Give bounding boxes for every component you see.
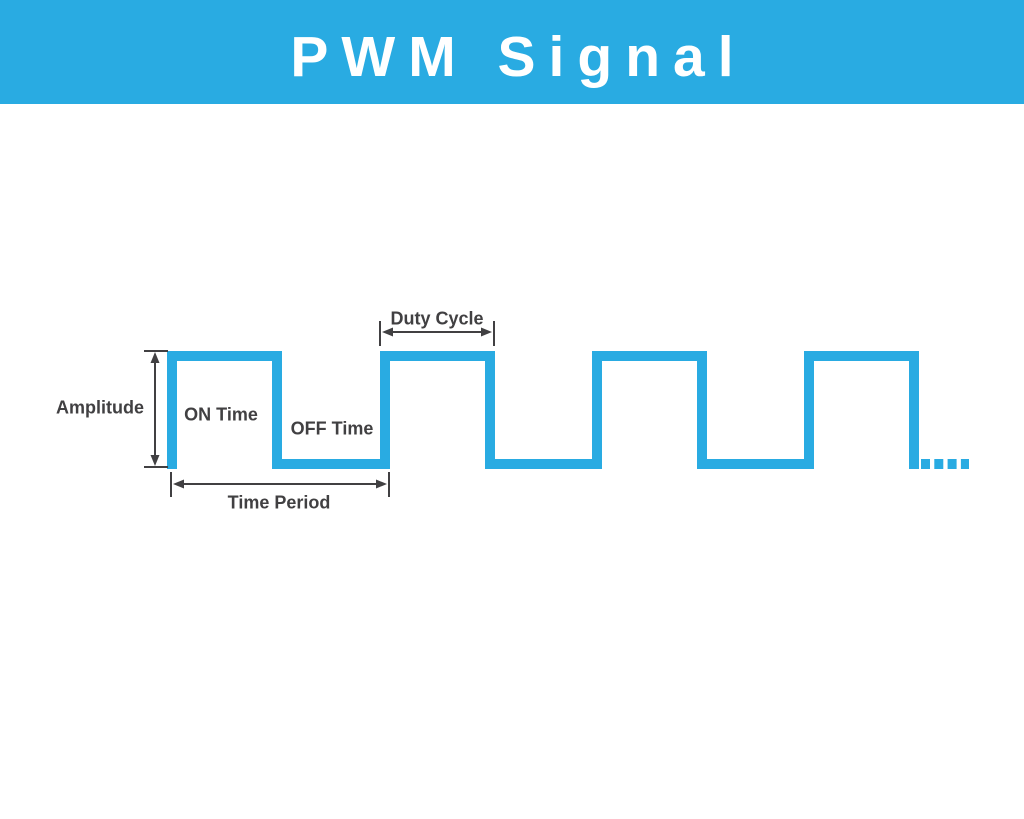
- pwm-waveform: [167, 351, 919, 469]
- amplitude-label: Amplitude: [56, 397, 144, 418]
- time-period-arrow: [170, 472, 390, 497]
- title-banner: PWM Signal: [0, 0, 1024, 104]
- duty-cycle-arrow: [379, 321, 495, 346]
- duty-cycle-label: Duty Cycle: [390, 308, 484, 329]
- off-time-label: OFF Time: [290, 418, 374, 439]
- time-period-label: Time Period: [227, 492, 331, 513]
- on-time-label: ON Time: [184, 404, 258, 425]
- page-title: PWM Signal: [290, 25, 747, 89]
- amplitude-arrow: [144, 350, 168, 468]
